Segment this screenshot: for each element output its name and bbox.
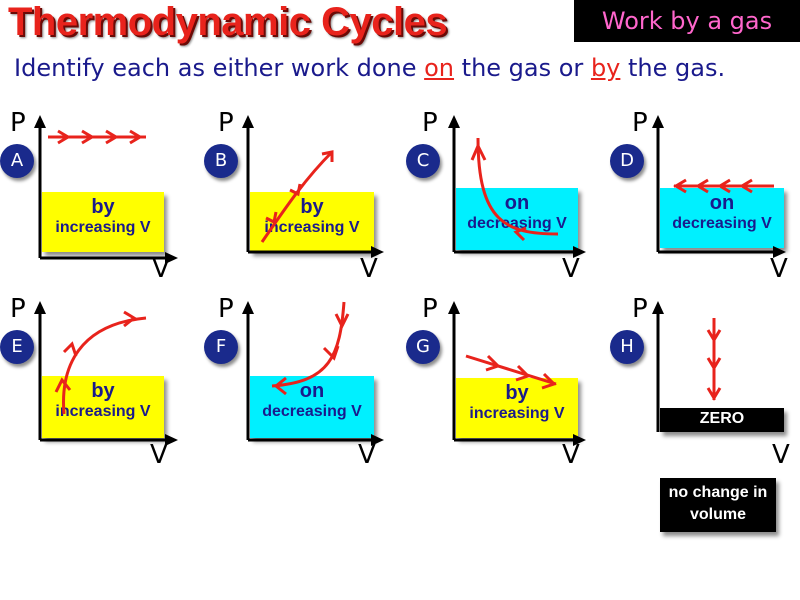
process-path bbox=[465, 354, 557, 390]
volume-label: V bbox=[150, 440, 168, 470]
volume-change: decreasing V bbox=[672, 215, 772, 232]
instruction-part: the gas. bbox=[620, 54, 726, 82]
volume-label: V bbox=[360, 254, 378, 284]
panel-g: by increasing V P V G bbox=[406, 296, 596, 476]
process-path bbox=[271, 301, 350, 396]
work-box: on decreasing V bbox=[456, 188, 578, 250]
pressure-label: P bbox=[10, 294, 26, 324]
pv-axes bbox=[448, 301, 586, 446]
work-sign: on bbox=[504, 192, 530, 214]
process-path bbox=[260, 150, 334, 243]
work-sign: ZERO bbox=[699, 410, 745, 427]
volume-change: increasing V bbox=[469, 405, 565, 422]
work-box: on decreasing V bbox=[660, 188, 784, 248]
work-box: by increasing V bbox=[456, 378, 578, 438]
work-sign: by bbox=[505, 382, 529, 404]
panel-f: on decreasing V P V F bbox=[204, 296, 394, 476]
no-volume-change-note: no change in volume bbox=[660, 478, 776, 532]
work-box: ZERO bbox=[660, 408, 784, 432]
volume-label: V bbox=[772, 440, 790, 470]
panel-letter: H bbox=[610, 330, 644, 364]
pressure-label: P bbox=[422, 294, 438, 324]
pv-axes bbox=[242, 115, 384, 258]
volume-label: V bbox=[358, 440, 376, 470]
instruction-part: the gas or bbox=[454, 54, 591, 82]
panel-letter: F bbox=[204, 330, 238, 364]
volume-change: increasing V bbox=[55, 219, 151, 236]
panel-h: ZERO P V H bbox=[610, 296, 800, 476]
process-path bbox=[673, 178, 774, 194]
pv-axes bbox=[34, 301, 178, 446]
pressure-label: P bbox=[422, 108, 438, 138]
pressure-label: P bbox=[632, 294, 648, 324]
process-path bbox=[48, 129, 146, 145]
panel-c: on decreasing V P V C bbox=[406, 110, 596, 290]
pressure-label: P bbox=[218, 108, 234, 138]
pv-axes bbox=[242, 301, 384, 446]
panel-letter: C bbox=[406, 144, 440, 178]
work-sign: by bbox=[300, 196, 324, 218]
work-sign: by bbox=[91, 380, 115, 402]
work-sign: on bbox=[299, 380, 325, 402]
work-box: by increasing V bbox=[42, 192, 164, 252]
volume-change: increasing V bbox=[264, 219, 360, 236]
panel-letter: D bbox=[610, 144, 644, 178]
pressure-label: P bbox=[632, 108, 648, 138]
work-box: on decreasing V bbox=[250, 376, 374, 438]
volume-label: V bbox=[152, 254, 170, 284]
volume-label: V bbox=[562, 440, 580, 470]
panel-letter: A bbox=[0, 144, 34, 178]
process-path bbox=[470, 137, 559, 242]
instruction-part: Identify each as either work done bbox=[14, 54, 425, 82]
panel-letter: B bbox=[204, 144, 238, 178]
volume-label: V bbox=[562, 254, 580, 284]
instruction-text: Identify each as either work done on the… bbox=[14, 54, 725, 82]
topic-tag: Work by a gas bbox=[574, 0, 800, 42]
panel-a: by increasing V P V A bbox=[0, 110, 190, 290]
panel-d: on decreasing V P V D bbox=[610, 110, 800, 290]
volume-change: decreasing V bbox=[262, 403, 362, 420]
work-box: by increasing V bbox=[250, 192, 374, 252]
panel-letter: G bbox=[406, 330, 440, 364]
volume-change: decreasing V bbox=[467, 215, 567, 232]
volume-change: increasing V bbox=[55, 403, 151, 420]
pressure-label: P bbox=[218, 294, 234, 324]
panel-b: by increasing V P V B bbox=[204, 110, 394, 290]
pv-axes bbox=[448, 115, 586, 258]
volume-label: V bbox=[770, 254, 788, 284]
panel-letter: E bbox=[0, 330, 34, 364]
process-path bbox=[54, 310, 147, 415]
instruction-on: on bbox=[424, 54, 455, 82]
work-sign: on bbox=[709, 192, 735, 214]
instruction-by: by bbox=[590, 54, 621, 82]
work-sign: by bbox=[91, 196, 115, 218]
pressure-label: P bbox=[10, 108, 26, 138]
page-title: Thermodynamic Cycles bbox=[8, 0, 448, 44]
pv-axes bbox=[652, 115, 786, 258]
process-path bbox=[706, 318, 722, 401]
pv-axes bbox=[652, 301, 664, 432]
panel-e: by increasing V P V E bbox=[0, 296, 190, 476]
pv-axes bbox=[34, 115, 178, 264]
